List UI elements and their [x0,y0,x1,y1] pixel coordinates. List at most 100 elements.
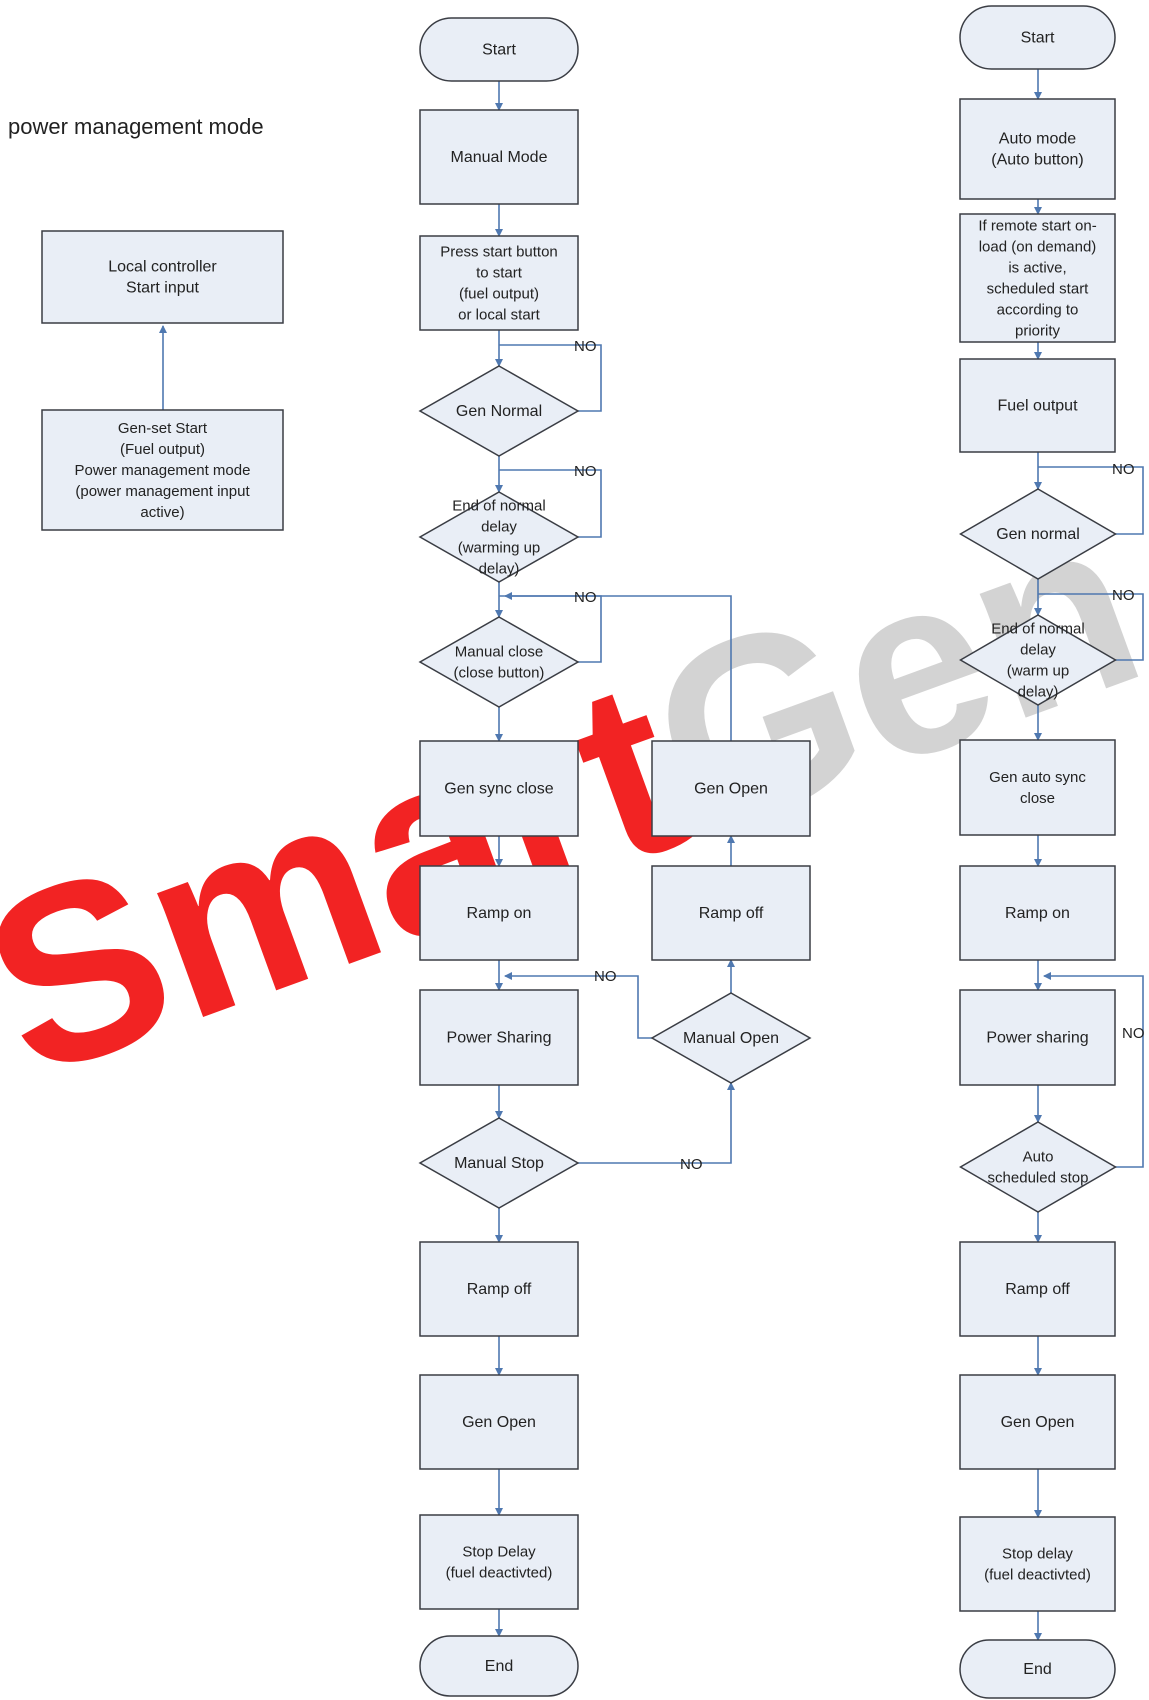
manual-stop-decision: Manual Stop [418,1117,580,1209]
manual-close-decision-shape [418,616,580,708]
auto-end-normal-delay-decision-shape [959,614,1117,706]
manual-gen-normal-decision-shape [418,365,580,457]
branch-ramp-off-box-label-line: Ramp off [699,905,764,922]
left-gen-set-start-box-label-line: (Fuel output) [120,441,205,458]
auto-end-terminal-label-line: End [1023,1661,1051,1678]
branch-gen-open-box-shape [651,740,811,837]
m-gen-open-return [504,592,732,741]
manual-no-end-delay: NO [574,463,597,480]
manual-end-terminal-shape [419,1635,579,1697]
auto-gen-open-box-shape [959,1374,1116,1470]
manual-gen-normal-decision: Gen Normal [418,365,580,457]
manual-stop-delay-box-shape [419,1514,579,1610]
auto-gen-sync-close-box-label-line: close [1020,790,1055,807]
manual-mode-box-label-line: Manual Mode [451,149,548,166]
auto-remote-start-box-label: If remote start on-load (on demand) is ac… [978,218,1096,340]
manual-gen-normal-decision-label: Gen Normal [456,403,542,420]
auto-ramp-on-box-shape [959,865,1116,961]
manual-mode-box: Manual Mode [419,109,579,205]
left-gen-set-start-box: Gen-set Start(Fuel output)Power manageme… [41,409,284,531]
manual-ramp-on-box-shape [419,865,579,961]
auto-no-gen-normal: NO [1112,461,1135,478]
auto-start-terminal-label-line: Start [1021,30,1055,47]
left-gen-set-start-box-label-line: Gen-set Start [118,420,208,437]
left-start-input-box-label-line: Start input [126,280,199,297]
manual-stop-decision-label-line: Manual Stop [454,1155,544,1172]
auto-gen-open-box-label: Gen Open [1001,1414,1075,1431]
auto-mode-box: Auto mode(Auto button) [959,98,1116,200]
left-start-input-box-label-line: Local controller [108,259,217,276]
auto-end-normal-delay-decision-label-line: End of normal [991,621,1084,638]
auto-gen-normal-decision-label-line: Gen normal [996,526,1080,543]
manual-stop-delay-box-label-line: (fuel deactivted) [446,1565,553,1582]
manual-mode-box-label: Manual Mode [451,149,548,166]
auto-fuel-output-box-label: Fuel output [997,398,1078,415]
left-gen-set-start-box-label-line: (power management input [75,483,250,500]
manual-ramp-off-box-label-line: Ramp off [467,1281,532,1298]
manual-stop-delay-box: Stop Delay (fuel deactivted) [419,1514,579,1610]
manual-close-decision-label-line: Manual close [455,644,543,661]
auto-scheduled-stop-decision-label-line: scheduled stop [988,1170,1089,1187]
auto-remote-start-box-label-line: priority [1015,323,1061,340]
a-no-loop-stop [1043,972,1144,1168]
manual-ramp-off-box: Ramp off [419,1241,579,1337]
flow-connectors [159,69,1144,1641]
manual-gen-sync-close-box-shape [419,740,579,837]
auto-scheduled-stop-decision-label-line: Auto [1023,1149,1054,1166]
branch-ramp-off-box-shape [651,865,811,961]
auto-gen-sync-close-box-shape [959,739,1116,836]
auto-gen-open-box-label-line: Gen Open [1001,1414,1075,1431]
manual-start-terminal-label-line: Start [482,42,516,59]
auto-remote-start-box-label-line: If remote start on- [978,218,1096,235]
branch-gen-open-box: Gen Open [651,740,811,837]
manual-press-start-box-label-line: Press start button [440,244,558,261]
auto-ramp-off-box-label-line: Ramp off [1005,1281,1070,1298]
manual-power-sharing-box-label: Power Sharing [447,1030,552,1047]
auto-start-terminal-shape [959,5,1116,70]
manual-gen-sync-close-box-label: Gen sync close [444,781,553,798]
auto-power-sharing-box: Power sharing [959,989,1116,1086]
manual-no-manual-stop: NO [680,1156,703,1173]
auto-stop-delay-box-label-line: (fuel deactivted) [984,1567,1091,1584]
branch-gen-open-box-label: Gen Open [694,781,768,798]
auto-remote-start-box-label-line: according to [997,302,1079,319]
manual-press-start-box-label-line: (fuel output) [459,286,539,303]
auto-remote-start-box-label-line: load (on demand) [979,239,1097,256]
manual-gen-open-box-shape [419,1374,579,1470]
m-manual-open-no [504,972,652,1039]
manual-press-start-box-label-line: or local start [458,307,541,324]
page-title: power management mode [8,114,264,139]
auto-end-normal-delay-decision-label-line: delay [1020,642,1056,659]
manual-close-decision-label-line: (close button) [454,665,545,682]
branch-ramp-off-box-label: Ramp off [699,905,764,922]
auto-remote-start-box: If remote start on-load (on demand) is ac… [959,213,1116,343]
m-no-loop-end-delay [499,469,602,538]
auto-remote-start-box-shape [959,213,1116,343]
auto-ramp-off-box-label: Ramp off [1005,1281,1070,1298]
auto-remote-start-box-label-line: is active, [1008,260,1066,277]
a-no-loop-end-delay [1038,593,1144,661]
a-no-loop-gen-normal [1038,466,1144,535]
auto-scheduled-stop-decision-label: Auto scheduled stop [988,1149,1089,1187]
manual-no-manual-close: NO [574,589,597,606]
auto-mode-box-label: Auto mode(Auto button) [991,131,1084,169]
manual-gen-sync-close-box-label-line: Gen sync close [444,781,553,798]
left-start-input-box-shape [41,230,284,324]
manual-gen-sync-close-box: Gen sync close [419,740,579,837]
left-gen-set-start-box-shape [41,409,284,531]
manual-end-normal-delay-decision-label-line: End of normal [452,498,545,515]
manual-stop-delay-box-label-line: Stop Delay [462,1544,536,1561]
manual-start-terminal-label: Start [482,42,516,59]
auto-start-terminal-label: Start [1021,30,1055,47]
manual-end-terminal-label-line: End [485,1658,513,1675]
auto-no-scheduled-stop: NO [1122,1025,1145,1042]
auto-end-terminal-shape [959,1639,1116,1699]
manual-ramp-on-box-label-line: Ramp on [467,905,532,922]
m-stop-no [578,1082,735,1164]
